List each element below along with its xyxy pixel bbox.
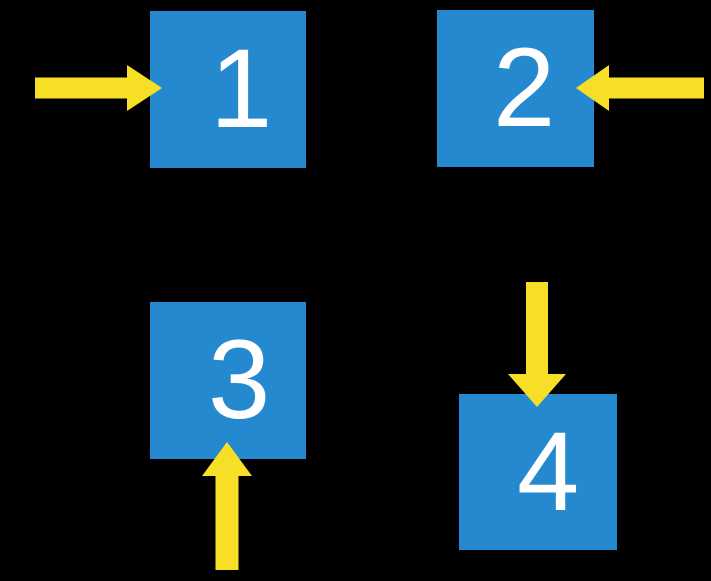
box-3[interactable]: 3 bbox=[150, 302, 306, 459]
box-2-label: 2 bbox=[493, 25, 556, 150]
box-2[interactable]: 2 bbox=[437, 10, 594, 167]
arrow-into-box-4-shape bbox=[508, 282, 566, 407]
box-4[interactable]: 4 bbox=[459, 394, 617, 550]
box-1[interactable]: 1 bbox=[150, 11, 306, 168]
arrow-into-box-1-shape bbox=[35, 65, 162, 111]
arrow-into-box-2-shape bbox=[576, 65, 704, 111]
box-1-label: 1 bbox=[210, 26, 273, 151]
box-4-label: 4 bbox=[517, 409, 580, 534]
box-3-label: 3 bbox=[208, 317, 271, 442]
arrow-into-box-3-shape bbox=[202, 442, 252, 570]
